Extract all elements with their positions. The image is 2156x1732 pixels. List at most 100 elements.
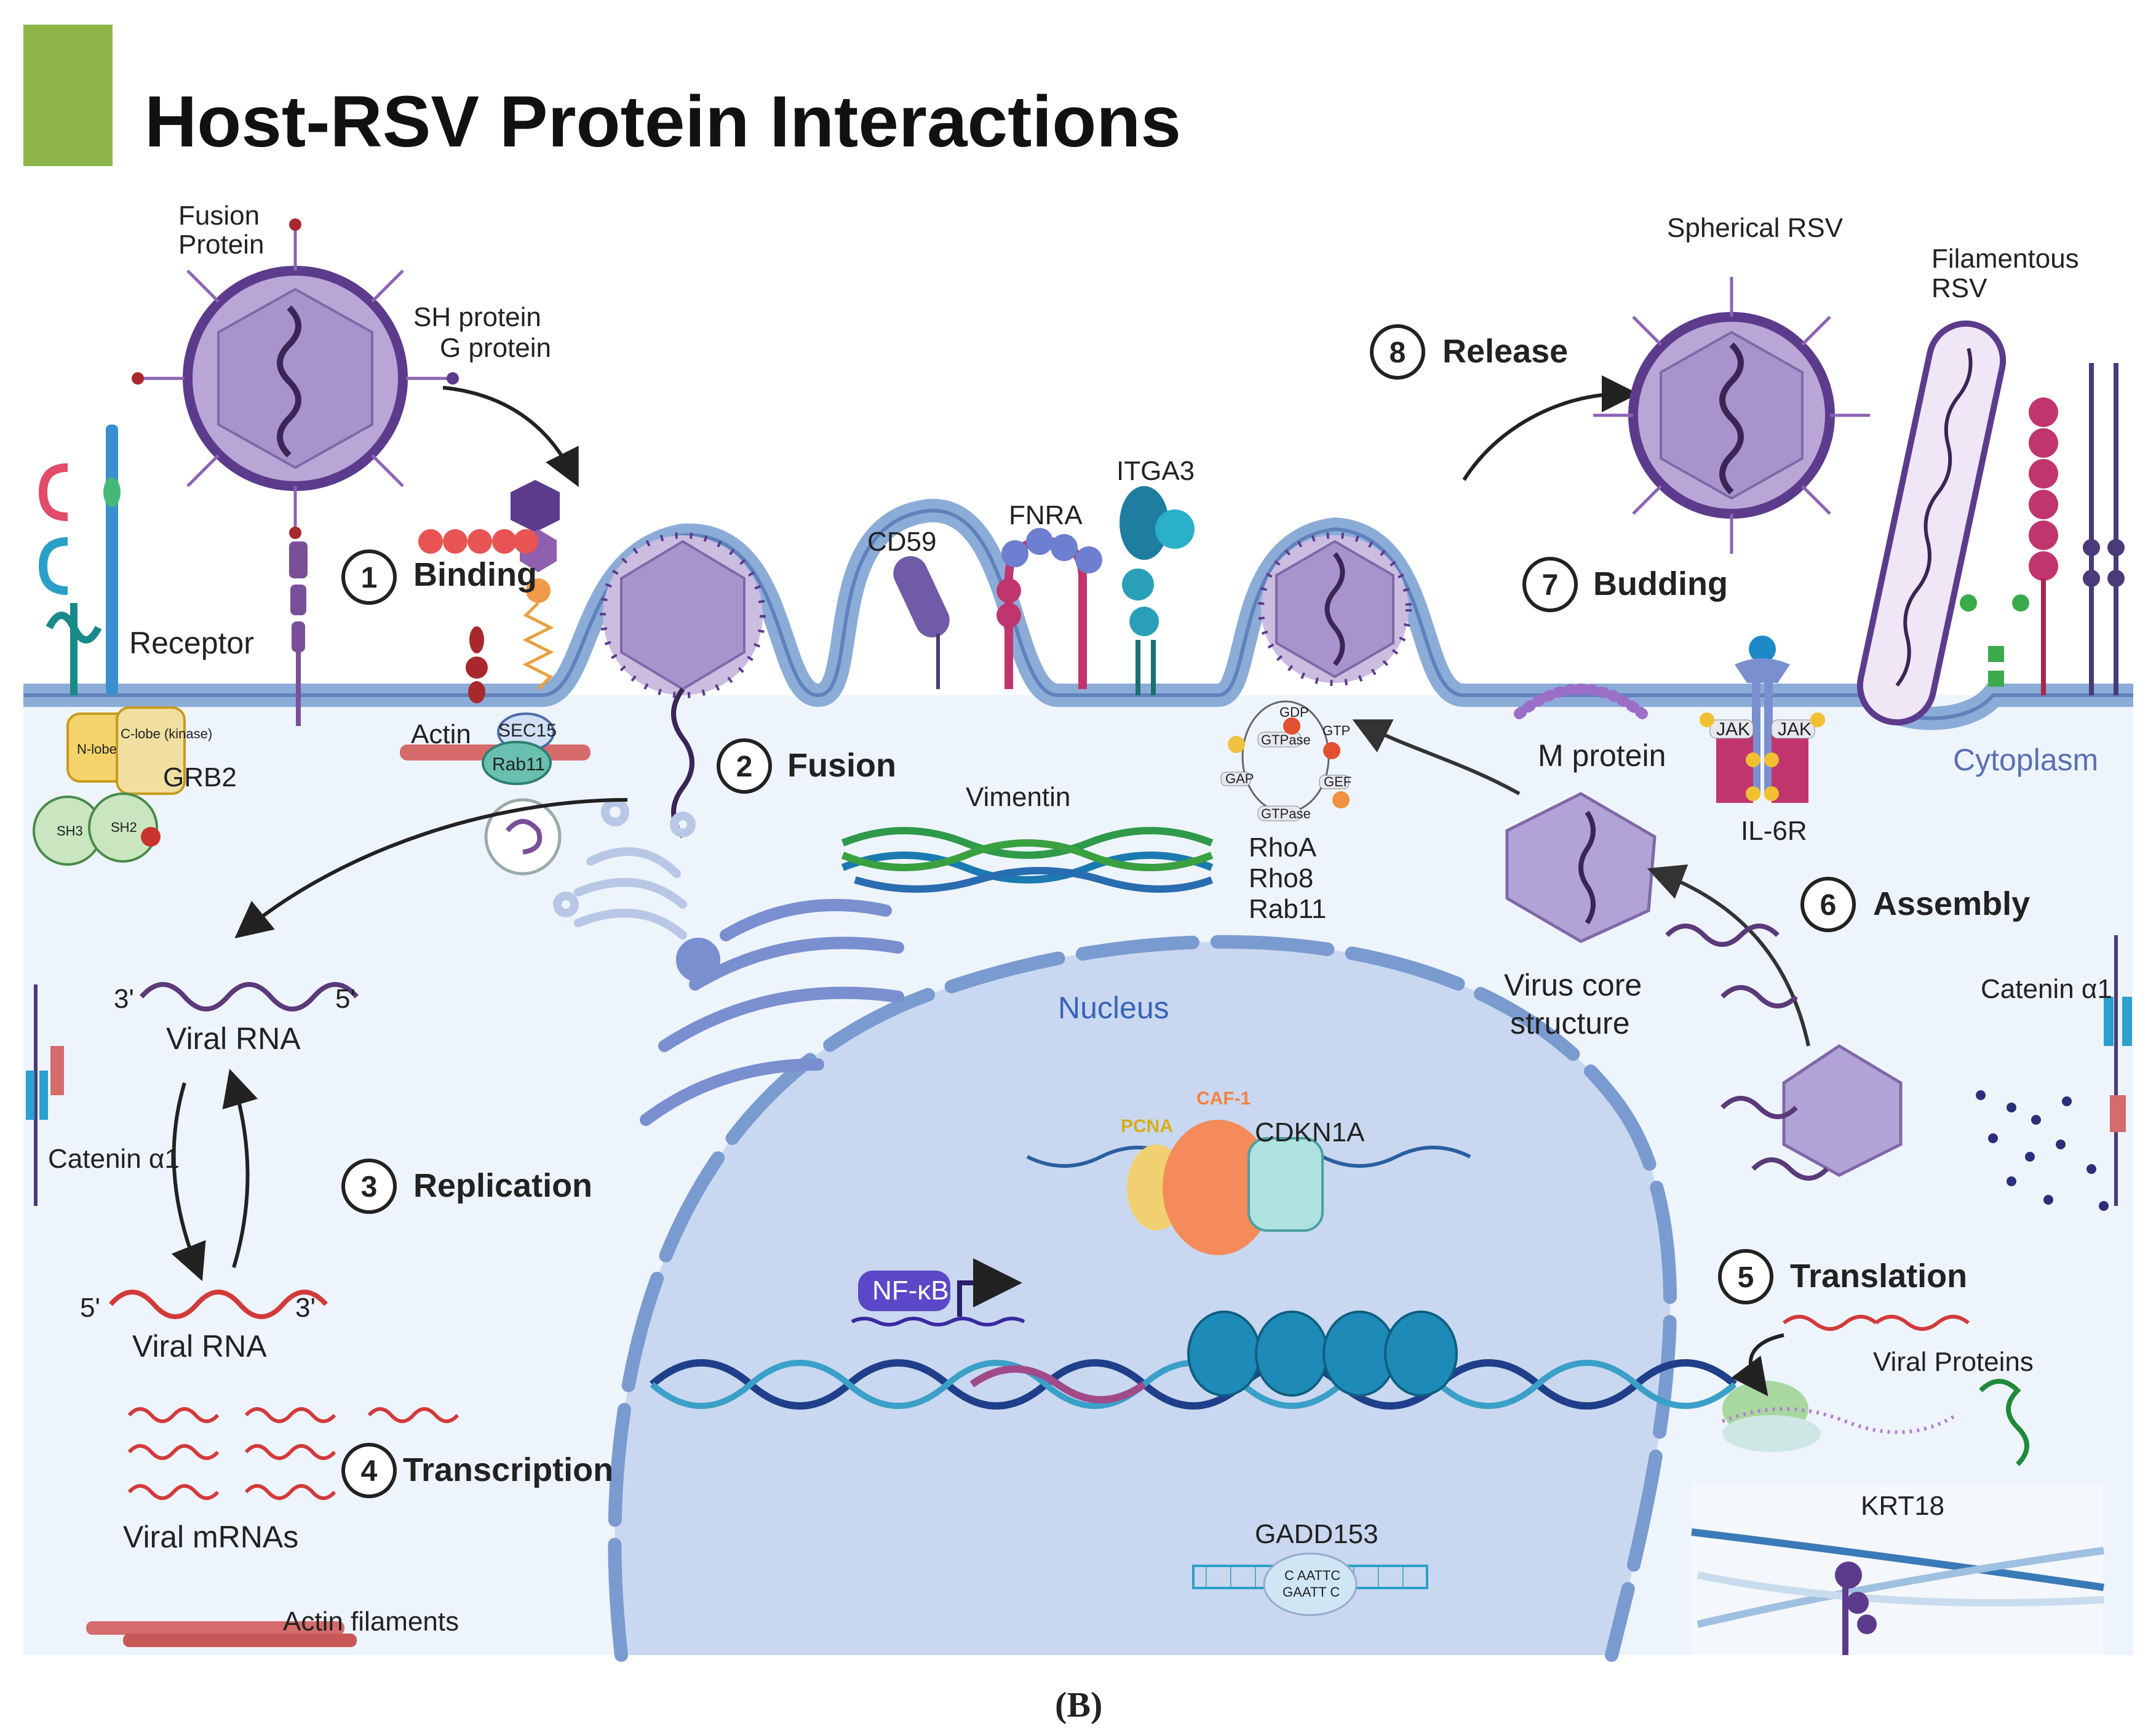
catenin-right-label: Catenin α1 bbox=[1981, 974, 2112, 1004]
step-2-label: Fusion bbox=[787, 747, 896, 784]
itga3 bbox=[1120, 486, 1195, 695]
rho8-label: Rho8 bbox=[1249, 863, 1313, 893]
nucleus bbox=[608, 935, 1677, 1662]
step-6-label: Assembly bbox=[1873, 885, 2030, 922]
g-protein-label: G protein bbox=[440, 333, 551, 363]
spherical-rsv-label: Spherical RSV bbox=[1667, 213, 1844, 243]
step-6-number: 6 bbox=[1820, 889, 1837, 922]
viral-rna-top-3prime: 3' bbox=[114, 984, 134, 1014]
gadd153 bbox=[1192, 1552, 1428, 1616]
golgi-apparatus bbox=[553, 798, 696, 940]
actin-sec15-rab11 bbox=[400, 712, 591, 876]
fusion-protein-membrane-1 bbox=[466, 626, 488, 703]
m-protein-label: M protein bbox=[1538, 738, 1666, 773]
step-6-badge: 6 bbox=[1800, 877, 1856, 932]
budding-arrow bbox=[1352, 719, 1521, 796]
replication-arrow-up bbox=[222, 1069, 258, 1268]
step-3-badge: 3 bbox=[341, 1159, 397, 1214]
step-8-number: 8 bbox=[1390, 337, 1406, 369]
caf1-label: CAF-1 bbox=[1196, 1088, 1251, 1109]
step-1-number: 1 bbox=[361, 562, 378, 594]
actin-label: Actin bbox=[411, 719, 471, 749]
rhoa-label: RhoA bbox=[1249, 832, 1317, 863]
membrane-protein-left bbox=[289, 541, 308, 726]
viral-rna-bottom-3prime: 3' bbox=[295, 1293, 316, 1323]
viral-protein-dots bbox=[1976, 1090, 2109, 1211]
step-1-label: Binding bbox=[413, 556, 537, 593]
virus-core-rna bbox=[1578, 810, 1596, 925]
viral-mrnas-label: Viral mRNAs bbox=[123, 1520, 298, 1554]
fusion-protein-label-2: Protein bbox=[178, 229, 264, 260]
gef-label: GEF bbox=[1324, 774, 1351, 789]
cdkn1a-label: CDKN1A bbox=[1255, 1117, 1365, 1147]
fusion-protein-label-1: Fusion bbox=[178, 201, 260, 231]
step-1-badge: 1 bbox=[341, 549, 397, 605]
n-lobe-label: N-lobe bbox=[77, 741, 117, 757]
jak-label-right: JAK bbox=[1778, 719, 1812, 740]
krt18-label: KRT18 bbox=[1861, 1491, 1944, 1521]
page-title: Host-RSV Protein Interactions bbox=[145, 81, 1181, 162]
step-5-label: Translation bbox=[1790, 1258, 1967, 1295]
fnra-label: FNRA bbox=[1009, 500, 1083, 530]
nf-kb bbox=[851, 1258, 1025, 1327]
viral-rna-bottom bbox=[108, 1290, 328, 1319]
step-4-number: 4 bbox=[361, 1455, 378, 1488]
step-3-number: 3 bbox=[361, 1171, 378, 1203]
fusing-virion bbox=[600, 532, 766, 839]
gadd153-label: GADD153 bbox=[1255, 1519, 1378, 1549]
step-4-badge: 4 bbox=[341, 1443, 397, 1498]
viral-rna-bottom-label: Viral RNA bbox=[132, 1329, 267, 1363]
sec15-label: SEC15 bbox=[498, 720, 557, 741]
krt18-protein bbox=[1835, 1562, 1877, 1655]
gadd153-dna-bottom: GAATT C bbox=[1283, 1584, 1340, 1600]
actin-filaments-label: Actin filaments bbox=[283, 1606, 459, 1637]
itga3-label: ITGA3 bbox=[1116, 456, 1195, 486]
release-to-cytoplasm-arrow bbox=[234, 798, 628, 939]
step-5-number: 5 bbox=[1738, 1261, 1754, 1294]
vimentin-label: Vimentin bbox=[966, 782, 1070, 812]
nf-kb-label: NF-κB bbox=[872, 1275, 949, 1306]
title-accent-bar bbox=[23, 25, 113, 166]
gadd153-dna-top: C AATTC bbox=[1284, 1568, 1340, 1583]
translation-arrow bbox=[1731, 1333, 1784, 1397]
pcna-label: PCNA bbox=[1121, 1116, 1173, 1136]
budding-virion bbox=[1258, 532, 1412, 686]
binding-receptor bbox=[418, 480, 560, 690]
fnra bbox=[996, 528, 1102, 689]
gap-label: GAP bbox=[1225, 771, 1254, 786]
step-3-label: Replication bbox=[413, 1167, 592, 1204]
gtpase-cycle bbox=[1220, 700, 1350, 821]
viral-mrnas bbox=[127, 1407, 459, 1500]
cytoplasm-label: Cytoplasm bbox=[1953, 743, 2098, 777]
replication-arrow-down bbox=[171, 1082, 206, 1282]
nucleus-label: Nucleus bbox=[1058, 991, 1169, 1025]
cd59-label: CD59 bbox=[867, 527, 937, 557]
right-membrane-proteins bbox=[1960, 363, 2125, 695]
plasma-membrane bbox=[23, 498, 2133, 730]
release-arrow bbox=[1462, 375, 1639, 481]
chromatin bbox=[650, 1311, 1737, 1410]
il-6r-label: IL-6R bbox=[1741, 816, 1807, 846]
sh2-label: SH2 bbox=[111, 820, 137, 835]
krt18-inset bbox=[1692, 1483, 2104, 1655]
gtpase-label-2: GTPase bbox=[1261, 806, 1311, 821]
grb2-label: GRB2 bbox=[163, 762, 237, 792]
assembly-rnas bbox=[1665, 924, 1829, 1181]
free-virion bbox=[183, 266, 408, 491]
pcna-caf1-cdkn1a bbox=[1026, 1120, 1471, 1255]
endoplasmic-reticulum bbox=[640, 899, 904, 1126]
krt18-filaments bbox=[1691, 1528, 2104, 1628]
step-2-badge: 2 bbox=[717, 738, 772, 794]
step-2-number: 2 bbox=[736, 751, 753, 783]
catenin-right bbox=[2104, 935, 2132, 1206]
step-7-label: Budding bbox=[1593, 565, 1728, 602]
panel-label: (B) bbox=[1055, 1685, 1102, 1725]
viral-proteins-label: Viral Proteins bbox=[1873, 1347, 2034, 1377]
viral-rna-top-label: Viral RNA bbox=[166, 1021, 301, 1056]
gdp-label: GDP bbox=[1279, 704, 1309, 720]
assembly-arrow bbox=[1647, 864, 1810, 1047]
sh-protein-label: SH protein bbox=[413, 302, 541, 332]
gtpase-label-1: GTPase bbox=[1261, 732, 1311, 748]
